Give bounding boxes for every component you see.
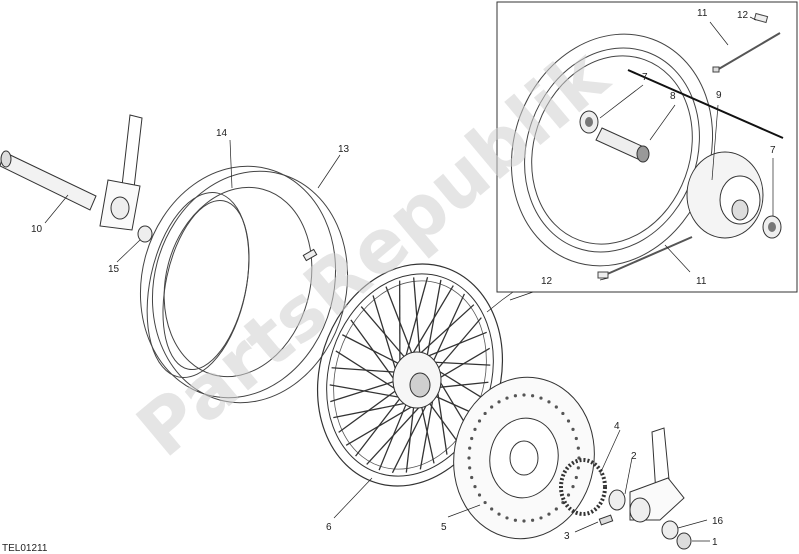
disc-hole (576, 446, 580, 450)
disc-hole (571, 485, 575, 489)
spoke (335, 350, 400, 393)
spoked-wheel (316, 263, 504, 487)
callout-9: 9 (716, 90, 722, 101)
tire (139, 165, 349, 404)
disc-hole (566, 493, 571, 497)
drawing-code: TEL01211 (2, 543, 48, 554)
disc-hole (490, 405, 494, 409)
tone-wheel (559, 458, 607, 516)
disc-hole (574, 475, 578, 480)
disc-hole (576, 466, 580, 470)
disc-hole (497, 512, 501, 516)
spoke (417, 304, 475, 357)
disc-hole (513, 394, 517, 398)
disc-hole (554, 405, 558, 409)
spoke (435, 381, 489, 389)
disc-hole (531, 394, 535, 398)
disc-hole (547, 512, 551, 516)
callout-3: 3 (564, 531, 570, 542)
callout-7-left: 7 (642, 72, 648, 83)
spoke (350, 319, 398, 384)
callout-16: 16 (712, 516, 724, 527)
callout-11-top: 11 (697, 8, 708, 19)
disc-hole (490, 507, 494, 511)
inset-axle-spacer (595, 127, 650, 163)
spoke (345, 403, 417, 446)
wheel-spokes (329, 276, 491, 474)
callout-5: 5 (441, 522, 447, 533)
disc-hole (483, 411, 487, 416)
disc-hole (467, 456, 471, 460)
spoke (372, 295, 399, 376)
spoke (430, 361, 491, 366)
disc-hole (513, 518, 517, 522)
inset-detail-box (486, 1, 798, 313)
disc-hole (539, 396, 543, 400)
spoke (420, 403, 435, 464)
callout-10: 10 (31, 224, 43, 235)
spoke (329, 384, 404, 399)
disc-hole (473, 427, 477, 431)
bolt (598, 514, 614, 526)
disc-hole (554, 507, 558, 511)
callouts: 14 13 10 15 6 5 3 4 2 16 1 11 12 7 8 9 7… (2, 8, 776, 554)
disc-holes (467, 393, 581, 523)
callout-15: 15 (108, 264, 120, 275)
disc-hole (483, 500, 487, 505)
spoke (391, 398, 431, 474)
disc-hole (477, 493, 482, 497)
disc-hole (505, 396, 509, 400)
disc-hole (468, 446, 472, 450)
left-seal (137, 225, 153, 243)
spoke (424, 331, 487, 359)
spoke (410, 285, 454, 358)
spoke (434, 367, 485, 400)
disc-hole (571, 427, 575, 431)
callout-12-top: 12 (737, 10, 749, 21)
spoke (366, 402, 424, 465)
disc-hole (468, 466, 472, 470)
spoke (333, 401, 410, 419)
callout-7-right: 7 (770, 145, 776, 156)
callout-1: 1 (712, 537, 718, 548)
disc-hole (566, 419, 571, 423)
disc-hole (539, 516, 543, 520)
disc-hole (470, 436, 474, 441)
disc-hole (470, 475, 474, 480)
axle-nut (676, 532, 692, 550)
spoke (419, 392, 435, 470)
seal (661, 520, 679, 540)
callout-8: 8 (670, 91, 676, 102)
leader-lines (44, 139, 710, 542)
disc-hole (497, 400, 501, 404)
disc-hole (522, 393, 526, 397)
rim-tape (146, 192, 250, 378)
disc-hole (574, 436, 578, 441)
right-fork-leg (629, 427, 685, 523)
callout-4: 4 (614, 421, 620, 432)
callout-14: 14 (216, 128, 228, 139)
spoke (342, 334, 402, 366)
callout-13: 13 (338, 144, 350, 155)
callout-11-bottom: 11 (696, 276, 707, 287)
disc-hole (505, 516, 509, 520)
spoke (435, 384, 448, 455)
front-axle (0, 150, 97, 211)
disc-hole (547, 400, 551, 404)
disc-hole (473, 485, 477, 489)
spoke (426, 400, 460, 444)
disc-hole (561, 411, 565, 416)
spacer (608, 489, 626, 511)
brake-disc (453, 376, 595, 540)
disc-hole (477, 419, 482, 423)
disc-hole (522, 519, 526, 523)
callout-6: 6 (326, 522, 332, 533)
inset-hub (686, 151, 764, 239)
callout-2: 2 (631, 451, 637, 462)
disc-hole (531, 518, 535, 522)
spoke (403, 276, 429, 362)
left-fork-leg (99, 114, 143, 231)
callout-12-bottom: 12 (541, 276, 553, 287)
